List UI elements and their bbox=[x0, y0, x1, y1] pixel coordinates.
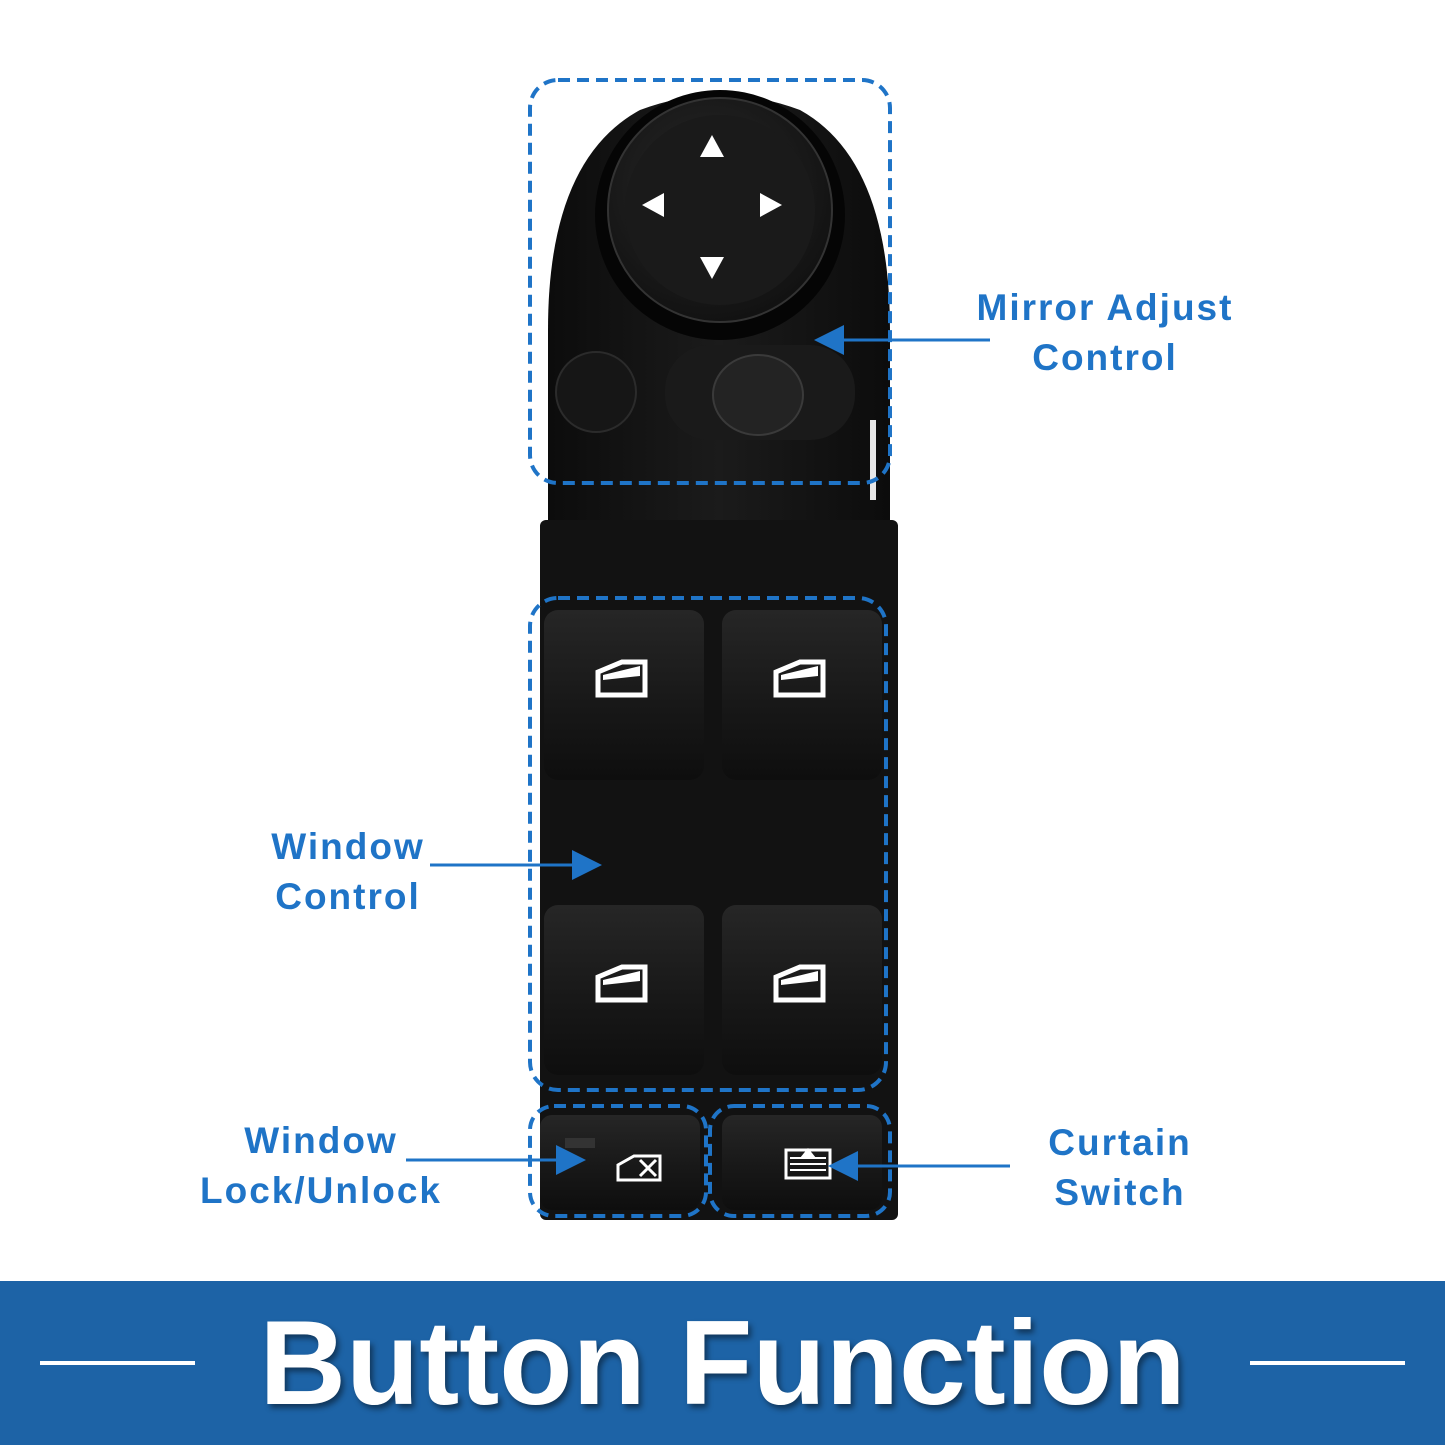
mirror-selector-toggle[interactable] bbox=[712, 354, 804, 436]
window-lock-button[interactable] bbox=[540, 1115, 700, 1210]
window-lock-label: Window Lock/Unlock bbox=[186, 1116, 456, 1216]
mirror-knob[interactable] bbox=[595, 90, 845, 340]
mirror-label-line1: Mirror Adjust bbox=[976, 287, 1234, 328]
mirror-label-line2: Control bbox=[1032, 337, 1178, 378]
mirror-adjust-label: Mirror Adjust Control bbox=[950, 283, 1260, 383]
arrow-left-icon bbox=[642, 193, 664, 217]
curtain-switch-button[interactable] bbox=[722, 1115, 882, 1210]
window-control-label: Window Control bbox=[248, 822, 448, 922]
mirror-fold-button[interactable] bbox=[555, 351, 637, 433]
window-button-front-right[interactable] bbox=[722, 610, 882, 780]
arrow-down-icon bbox=[700, 257, 724, 279]
curtain-label-line2: Switch bbox=[1054, 1172, 1186, 1213]
lock-label-line2: Lock/Unlock bbox=[200, 1170, 442, 1211]
curtain-switch-label: Curtain Switch bbox=[1030, 1118, 1210, 1218]
curtain-label-line1: Curtain bbox=[1048, 1122, 1192, 1163]
window-label-line1: Window bbox=[271, 826, 425, 867]
arrow-up-icon bbox=[700, 135, 724, 157]
window-button-rear-left[interactable] bbox=[544, 905, 704, 1075]
window-button-rear-right[interactable] bbox=[722, 905, 882, 1075]
lock-label-line1: Window bbox=[244, 1120, 398, 1161]
window-button-front-left[interactable] bbox=[544, 610, 704, 780]
window-label-line2: Control bbox=[275, 876, 421, 917]
banner-title: Button Function bbox=[259, 1296, 1186, 1430]
arrow-right-icon bbox=[760, 193, 782, 217]
bottom-banner: Button Function bbox=[0, 1281, 1445, 1445]
window-control-outline bbox=[528, 596, 888, 1092]
banner-left-rule bbox=[40, 1361, 195, 1365]
banner-right-rule bbox=[1250, 1361, 1405, 1365]
curtain-outline bbox=[708, 1104, 892, 1218]
mirror-control-outline bbox=[528, 78, 892, 485]
